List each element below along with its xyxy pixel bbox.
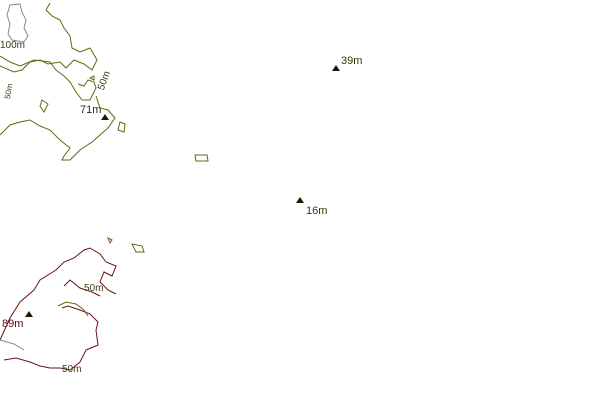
contour-label: 50m bbox=[84, 283, 104, 294]
coastline-north bbox=[0, 2, 98, 73]
coastline-islet-5 bbox=[131, 243, 145, 253]
triangle-peak-icon bbox=[101, 114, 109, 120]
peak-label: 89m bbox=[2, 318, 24, 330]
contour-label: 50m bbox=[62, 364, 82, 375]
coastline-islet-6 bbox=[107, 236, 113, 245]
peak-label: 39m bbox=[341, 55, 363, 67]
contour-100m bbox=[6, 3, 29, 43]
contour-south-2 bbox=[57, 301, 89, 317]
coastline-islet-3 bbox=[39, 99, 49, 113]
peak-label: 71m bbox=[80, 104, 102, 116]
coastline-islet-4 bbox=[88, 75, 95, 81]
coastline-north-2 bbox=[0, 55, 97, 101]
triangle-peak-icon bbox=[332, 65, 340, 71]
contour-south-3 bbox=[0, 339, 25, 351]
coastline-islet-2 bbox=[194, 154, 209, 162]
triangle-peak-icon bbox=[25, 311, 33, 317]
triangle-peak-icon bbox=[296, 197, 304, 203]
contour-south-outer bbox=[0, 247, 117, 341]
coastline-islet bbox=[117, 121, 126, 133]
coastline-island-main bbox=[0, 95, 116, 161]
contour-label: 100m bbox=[0, 40, 26, 51]
peak-label: 16m bbox=[306, 205, 328, 217]
